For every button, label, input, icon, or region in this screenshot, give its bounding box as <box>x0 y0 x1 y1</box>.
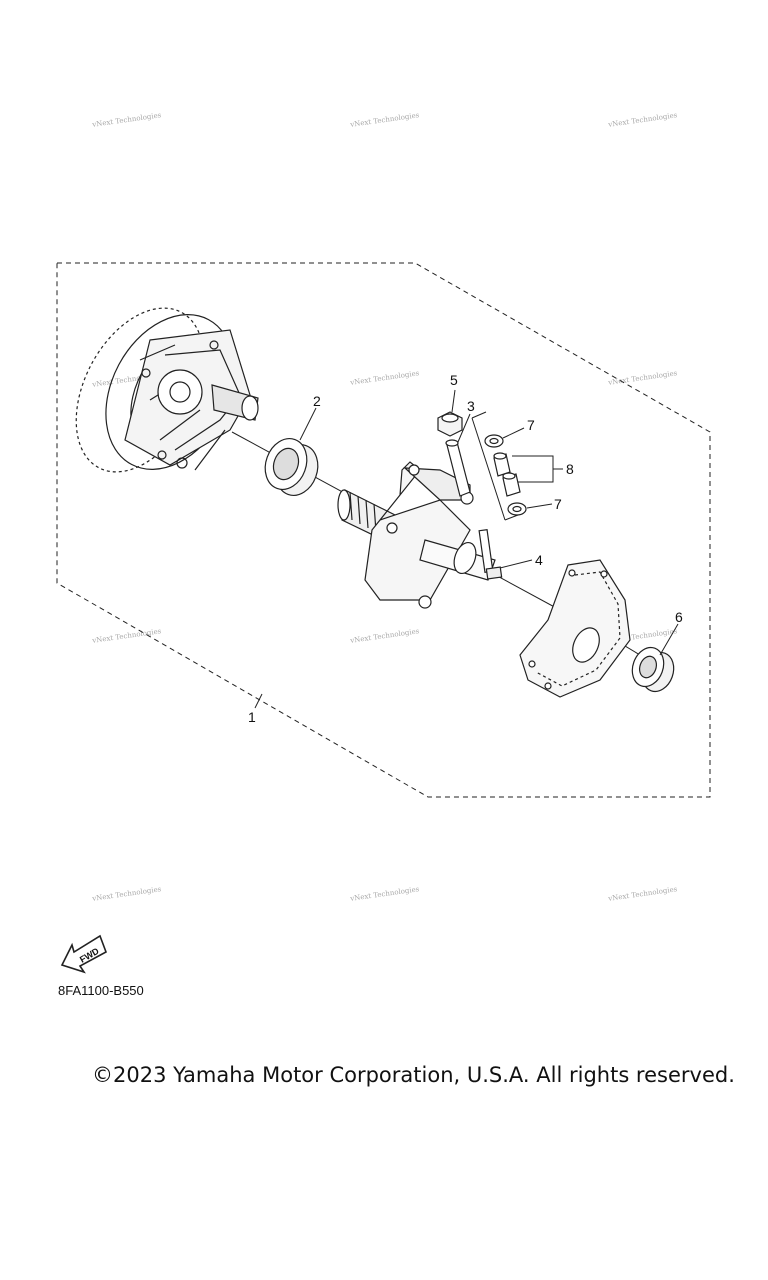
bracket-line <box>504 514 519 521</box>
leader-line-1 <box>254 693 263 709</box>
bearing-part-2 <box>264 438 319 496</box>
callout-4: 4 <box>535 552 543 568</box>
bracket-8 <box>512 455 554 483</box>
callout-7a: 7 <box>527 417 535 433</box>
diagram-code: 8FA1100-B550 <box>58 983 144 998</box>
fwd-arrow-icon: FWD <box>60 934 107 974</box>
callout-2: 2 <box>313 393 321 409</box>
collar-part-3 <box>445 439 471 497</box>
leader-line-7b <box>526 503 553 509</box>
backing-plate <box>519 559 631 698</box>
rotor-assembly <box>75 307 259 473</box>
callout-6: 6 <box>675 609 683 625</box>
callout-1: 1 <box>248 709 256 725</box>
leader-line-3 <box>457 413 471 443</box>
assembly-boundary <box>56 262 711 798</box>
washer-part-7 <box>484 434 527 516</box>
copyright-notice: ©2023 Yamaha Motor Corporation, U.S.A. A… <box>92 1063 735 1087</box>
leader-line-4 <box>499 559 533 569</box>
leader-line-6 <box>659 623 679 656</box>
nut-part-5 <box>437 411 463 437</box>
leader-line-7a <box>502 427 525 439</box>
bearing-part-6 <box>631 646 675 693</box>
bracket-line <box>471 411 487 419</box>
leader-line-2 <box>299 407 317 441</box>
callout-5: 5 <box>450 372 458 388</box>
bolt-part-4 <box>478 528 503 580</box>
callout-8: 8 <box>566 461 574 477</box>
bushing-part-8 <box>493 452 521 497</box>
callout-3: 3 <box>467 398 475 414</box>
bracket-line <box>471 417 506 521</box>
shaft-hub <box>337 461 496 609</box>
callout-7b: 7 <box>554 496 562 512</box>
leader-line-5 <box>451 389 456 413</box>
